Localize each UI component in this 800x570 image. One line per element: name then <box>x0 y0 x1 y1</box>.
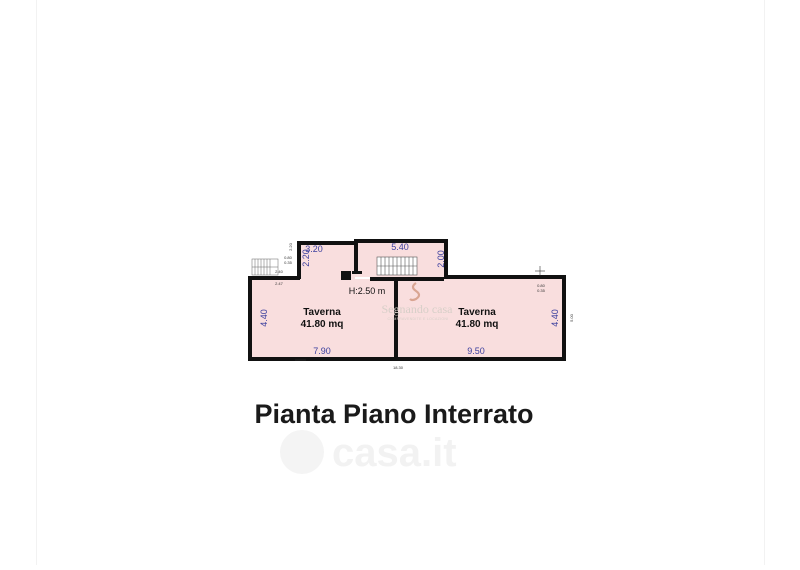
dim-tiny-a: 2.20 <box>288 242 293 251</box>
dim-bottom-left: 7.90 <box>313 346 331 356</box>
wall-right <box>562 275 566 361</box>
agency-watermark: Segnando casa COMPRAVENDITE E LOCAZIONI <box>382 282 454 321</box>
wall-middle <box>394 277 398 361</box>
dim-right-side: 4.40 <box>550 309 560 327</box>
casa-watermark: casa.it <box>280 430 457 475</box>
wall-top-far-right <box>444 275 566 279</box>
wall-top-left <box>297 241 357 245</box>
dim-tiny-c: 2.47 <box>275 281 284 286</box>
wall-stair-right <box>444 239 448 279</box>
staircase-icon <box>376 256 418 276</box>
room-fills <box>252 243 562 359</box>
dim-tiny-d: 0.80 <box>284 255 293 260</box>
wall-divider-upper <box>354 239 358 271</box>
dim-bottom-right: 9.50 <box>467 346 485 356</box>
room-fill-left <box>252 279 396 359</box>
dim-outer-right: 5.00 <box>569 313 574 322</box>
plan-title: Pianta Piano Interrato <box>254 399 533 429</box>
dim-top-right: 5.40 <box>391 242 409 252</box>
openings <box>295 266 545 361</box>
room-left-area: 41.80 mq <box>301 319 344 330</box>
dim-outer-bottom: 18.30 <box>393 365 404 370</box>
casa-watermark-text: casa.it <box>332 431 457 475</box>
frame-line-right <box>764 0 765 565</box>
casa-logo-icon <box>280 430 324 474</box>
wall-stair-bottom <box>370 277 444 281</box>
dim-tiny-g: 0.35 <box>537 288 546 293</box>
frame-line-left <box>36 0 37 565</box>
room-fill-right <box>396 277 562 359</box>
dim-tiny-b: 2.40 <box>275 269 284 274</box>
dimension-labels: 3.20 5.40 2.20 2.00 4.40 4.40 7.90 9.50 … <box>259 242 574 370</box>
dim-left-upper: 2.20 <box>301 249 311 267</box>
dim-tiny-f: 0.80 <box>537 283 546 288</box>
wall-top-right <box>354 239 448 243</box>
agency-brand: Segnando casa <box>382 302 454 316</box>
walls <box>248 239 566 361</box>
pillar <box>341 271 351 280</box>
room-right-area: 41.80 mq <box>456 319 499 330</box>
dim-tiny-e: 0.35 <box>284 260 293 265</box>
dim-top-left: 3.20 <box>305 244 323 254</box>
wall-left-upper <box>297 241 301 279</box>
room-labels: Taverna 41.80 mq Taverna 41.80 mq H:2.50… <box>301 286 499 330</box>
exterior-stair-icon <box>251 258 279 276</box>
ceiling-height-label: H:2.50 m <box>349 286 386 296</box>
wall-stub <box>352 271 362 274</box>
dim-stair-height: 2.00 <box>436 250 446 268</box>
room-right-name: Taverna <box>458 307 496 318</box>
dim-left-lower: 4.40 <box>259 309 269 327</box>
agency-tagline: COMPRAVENDITE E LOCAZIONI <box>388 317 449 321</box>
wall-step-left <box>248 276 300 280</box>
agency-logo-icon <box>409 282 421 302</box>
wall-left <box>248 276 252 361</box>
room-left-name: Taverna <box>303 307 341 318</box>
wall-bottom <box>248 357 566 361</box>
